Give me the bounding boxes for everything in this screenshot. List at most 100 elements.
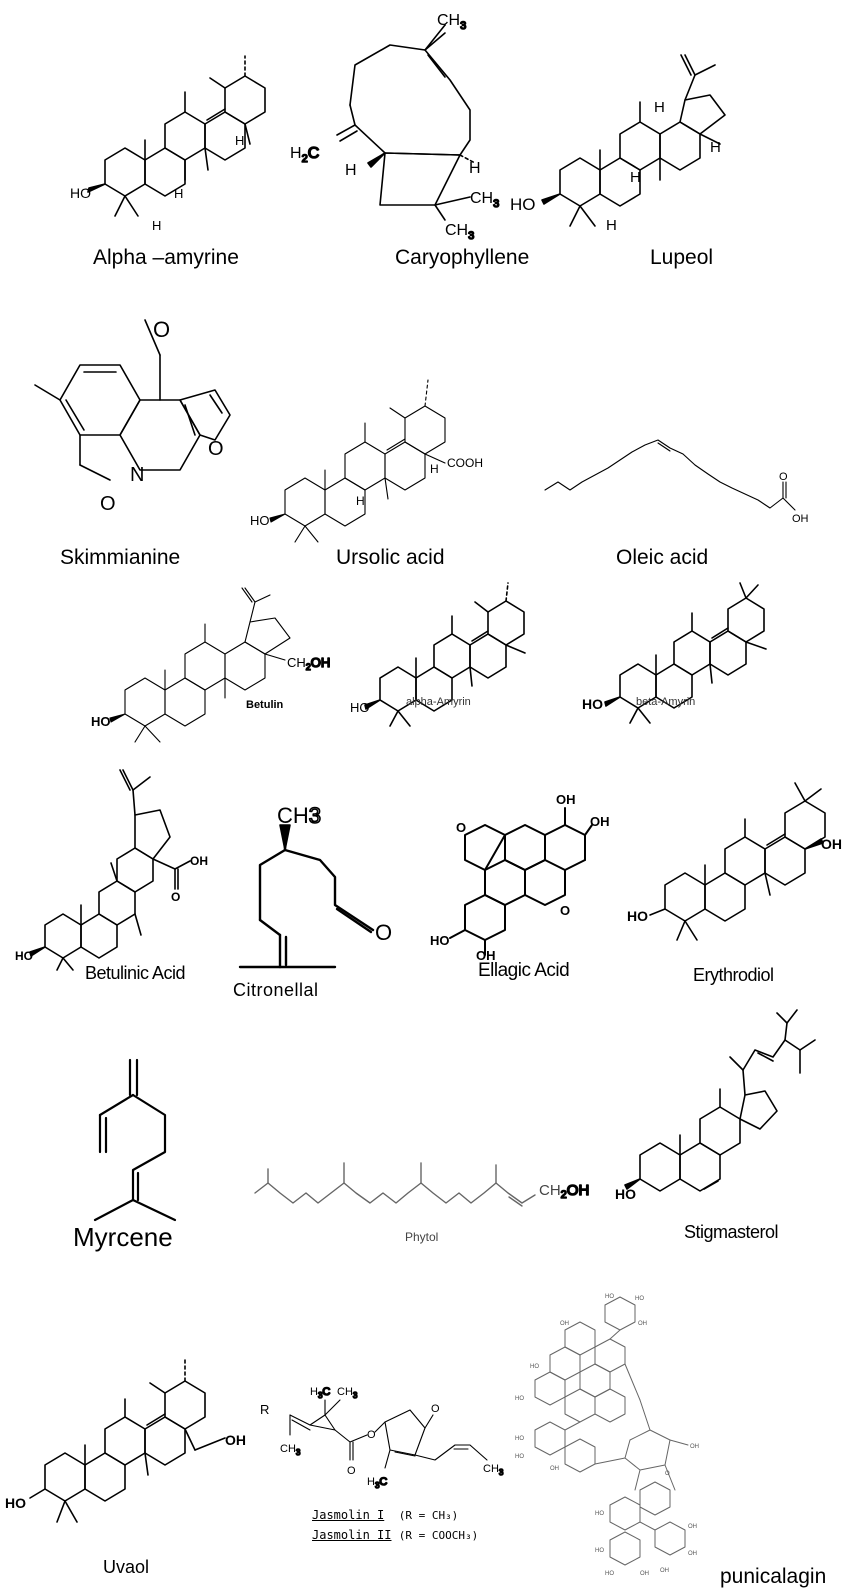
lupeol-structure: HO H H H H <box>510 54 726 234</box>
h-atom: H <box>356 494 365 508</box>
svg-text:HO: HO <box>605 1294 614 1300</box>
svg-text:OH: OH <box>638 1321 647 1327</box>
compound-label: Ursolic acid <box>336 546 445 569</box>
svg-text:OH: OH <box>550 1466 559 1472</box>
compound-label: Betulinic Acid <box>85 963 186 983</box>
erythrodiol-structure: OH HO <box>627 782 842 941</box>
svg-text:HO: HO <box>530 1364 539 1370</box>
r-atom: R <box>260 1402 269 1417</box>
citronellal-structure: CH3 O <box>238 802 392 969</box>
ch3-atom: CH3 <box>280 1443 301 1457</box>
o-atom: O <box>375 920 392 945</box>
compound-label: Caryophyllene <box>395 246 530 269</box>
ho-atom: HO <box>430 933 450 948</box>
h-atom: H <box>606 217 617 234</box>
compound-label: Myrcene <box>73 1222 173 1252</box>
n-atom: N <box>130 464 144 486</box>
ch3-atom: CH3 <box>337 1386 358 1400</box>
oh-atom: OH <box>556 792 576 807</box>
compound-label: Citronellal <box>233 980 319 1000</box>
svg-text:HO: HO <box>515 1396 524 1402</box>
oh-atom: OH <box>190 854 208 868</box>
compound-label: Betulin <box>246 699 284 711</box>
compound-label: Skimmianine <box>60 546 181 569</box>
beta-amyrin-structure: HO <box>582 582 767 724</box>
o-atom: O <box>208 438 224 460</box>
svg-text:O: O <box>665 1471 670 1477</box>
svg-text:OH: OH <box>560 1321 569 1327</box>
o-atom: O <box>431 1403 440 1415</box>
compound-label: Oleic acid <box>616 546 709 569</box>
h-atom: H <box>430 462 439 476</box>
svg-text:HO: HO <box>515 1436 524 1442</box>
oh-atom: OH <box>225 1432 246 1448</box>
h-atom: H <box>152 218 161 233</box>
svg-text:OH: OH <box>640 1571 649 1577</box>
ho-atom: HO <box>70 185 91 201</box>
betulin-structure: CH2OH HO <box>91 587 331 743</box>
jasmolin-ii-label: Jasmolin II (R = COOCH₃) <box>312 1528 479 1542</box>
ch2oh-atom: CH2OH <box>287 655 330 672</box>
oh-atom: OH <box>590 814 610 829</box>
svg-text:OH: OH <box>688 1551 697 1557</box>
betulinic-acid-structure: OH O HO <box>15 769 208 971</box>
ho-atom: HO <box>15 949 33 963</box>
oh-atom: OH <box>476 948 496 963</box>
ho-atom: HO <box>350 700 370 715</box>
svg-text:HO: HO <box>595 1548 604 1554</box>
ch3-atom: H3C <box>367 1476 387 1490</box>
o-atom: O <box>100 493 116 515</box>
ellagic-acid-structure: OH OH O HO OH O <box>430 792 610 963</box>
ursolic-acid-structure: HO H H COOH <box>250 379 483 543</box>
compound-label: Phytol <box>405 1230 439 1244</box>
compound-label: Erythrodiol <box>693 965 774 985</box>
svg-text:HO: HO <box>595 1511 604 1517</box>
oh-atom: OH <box>792 513 809 525</box>
ch3-atom: CH3 <box>470 190 499 210</box>
svg-text:HO: HO <box>605 1571 614 1577</box>
svg-text:OH: OH <box>688 1524 697 1530</box>
o-atom: O <box>779 471 788 483</box>
o-atom: O <box>171 890 180 904</box>
ch3-atom: CH3 <box>445 222 474 242</box>
svg-text:OH: OH <box>690 1444 699 1450</box>
o-atom: O <box>347 1465 356 1477</box>
compound-label: alpha-Amyrin <box>406 696 471 708</box>
oh-atom: OH <box>821 836 842 852</box>
h2c-atom: H2C <box>290 145 319 165</box>
h-atom: H <box>469 160 481 177</box>
ho-atom: HO <box>627 908 648 924</box>
skimmianine-structure: O N O O <box>34 317 231 515</box>
o-atom: O <box>560 903 570 918</box>
compound-label: Stigmasterol <box>684 1222 779 1242</box>
alpha-amyrine-structure: HO H H H <box>70 55 266 233</box>
o-atom: O <box>456 820 466 835</box>
ch3-atom: CH3 <box>277 803 321 828</box>
svg-text:HO: HO <box>515 1454 524 1460</box>
ho-atom: HO <box>510 195 536 214</box>
oleic-acid-structure: O OH <box>544 439 809 525</box>
svg-text:HO: HO <box>635 1296 644 1302</box>
jasmolin-structure: R H3C CH3 CH3 O O O H3C CH3 <box>260 1385 505 1491</box>
uvaol-structure: OH HO <box>5 1359 246 1523</box>
ho-atom: HO <box>582 696 603 712</box>
ho-atom: HO <box>615 1186 636 1202</box>
ch3-atom: CH3 <box>437 12 466 32</box>
h-atom: H <box>630 169 641 186</box>
jasmolin-i-label: Jasmolin I (R = CH₃) <box>312 1508 459 1522</box>
caryophyllene-structure: CH3 H2C H H CH3 CH3 <box>290 12 500 243</box>
compound-label: Lupeol <box>650 246 714 269</box>
ho-atom: HO <box>5 1495 26 1511</box>
h-atom: H <box>174 186 183 201</box>
phytol-structure: CH2OH <box>254 1162 590 1207</box>
alpha-amyrin-structure: HO <box>350 582 526 727</box>
compound-label: punicalagin <box>720 1565 827 1588</box>
ch2oh-atom: CH2OH <box>539 1182 589 1201</box>
ho-atom: HO <box>91 714 111 729</box>
compound-label: Ellagic Acid <box>478 960 570 981</box>
o-atom: O <box>367 1429 376 1441</box>
ch3-atom: CH3 <box>483 1463 504 1477</box>
h-atom: H <box>345 162 357 179</box>
myrcene-structure <box>93 1058 177 1222</box>
compound-label: Alpha –amyrine <box>93 246 239 269</box>
